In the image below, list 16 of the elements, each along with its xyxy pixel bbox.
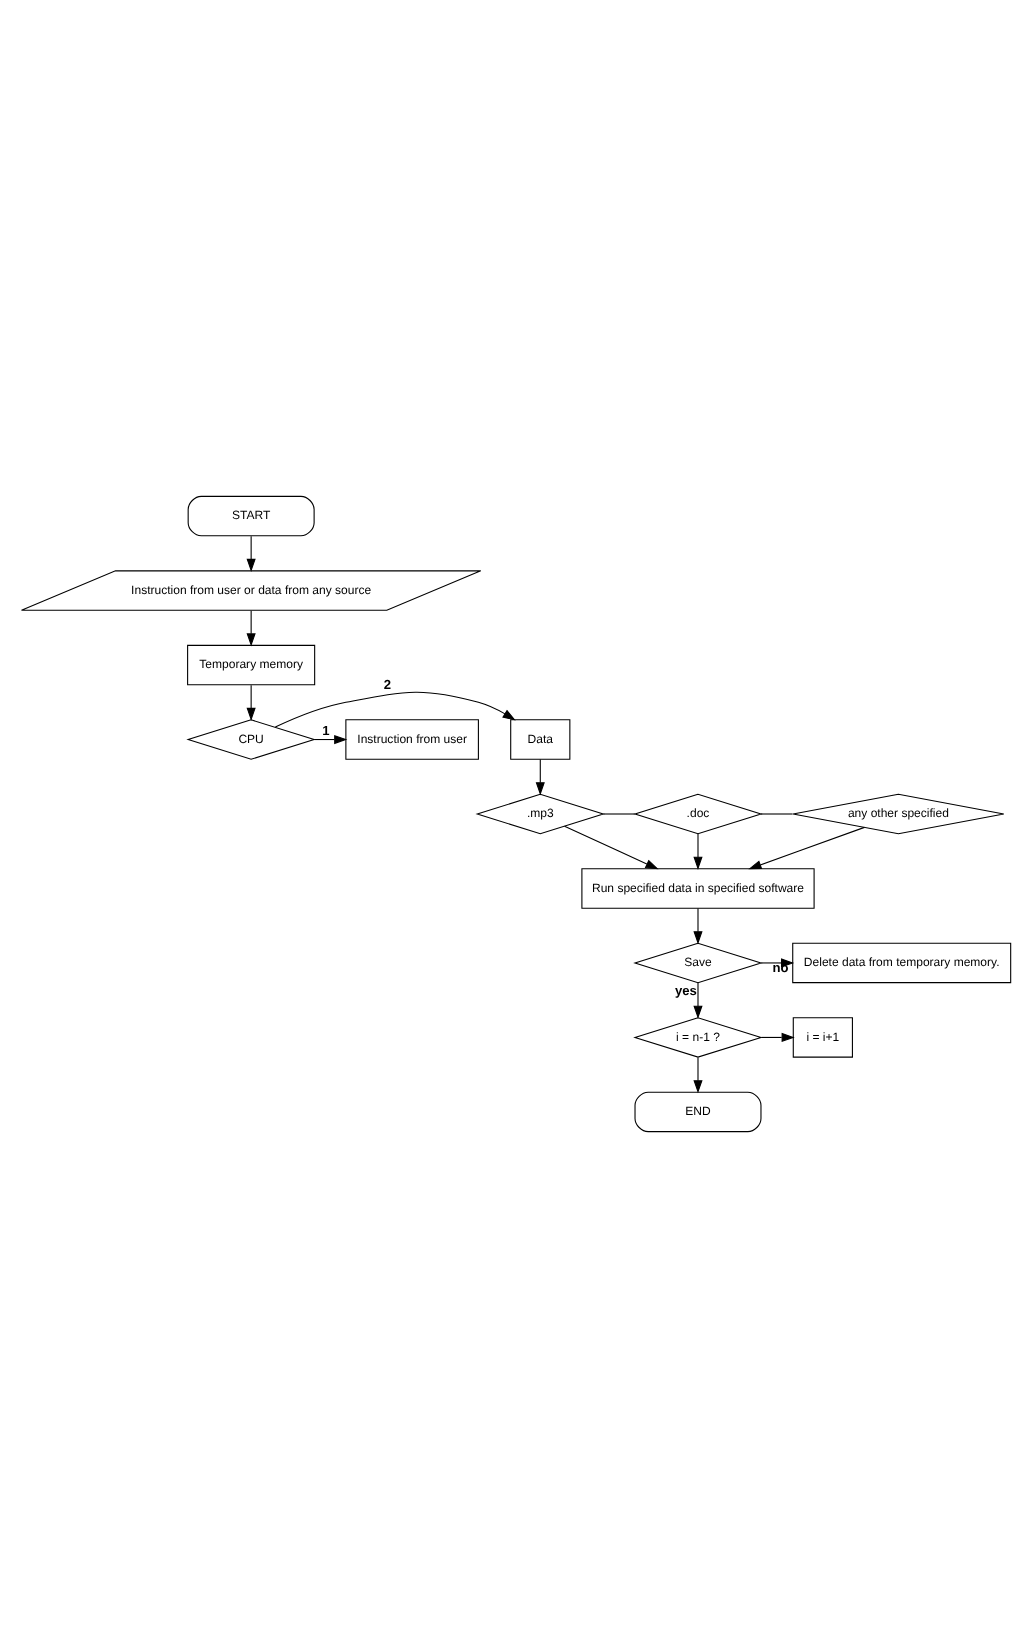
arrow (313, 734, 348, 745)
connector (602, 813, 636, 815)
arrow (693, 982, 703, 1019)
arrow (535, 759, 545, 796)
arrow (748, 826, 865, 870)
arrow (246, 535, 256, 573)
connector (760, 813, 794, 815)
arrow (246, 684, 256, 721)
arrow (760, 958, 795, 968)
arrow (693, 908, 703, 945)
arrow (274, 691, 516, 728)
arrow (693, 1056, 703, 1094)
arrow (693, 833, 703, 870)
arrow (246, 610, 256, 647)
arrow (564, 825, 659, 870)
arrow (760, 1032, 795, 1043)
